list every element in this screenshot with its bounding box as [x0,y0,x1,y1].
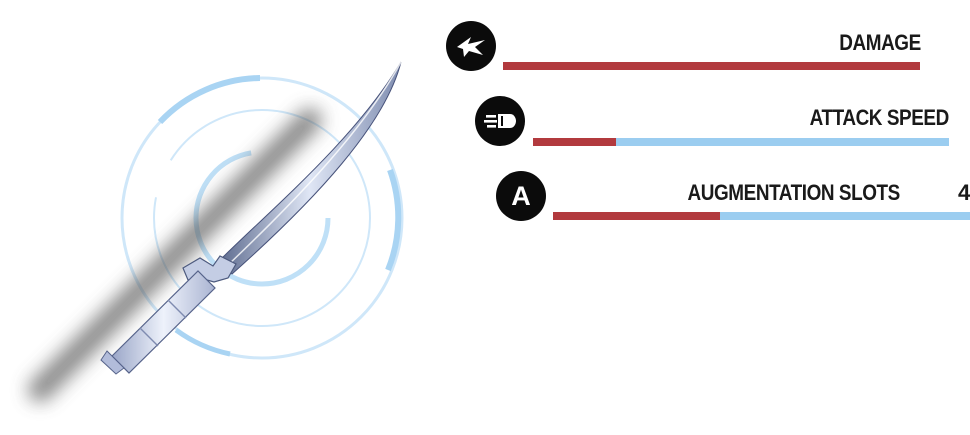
attack-speed-label: ATTACK SPEED [809,105,950,130]
damage-label: DAMAGE [839,30,921,55]
augmentation-slots-bar-fill [553,212,720,220]
augmentation-slots-label: AUGMENTATION SLOTS [687,180,901,205]
katana-icon [100,61,402,375]
augmentation-slots-bar [553,212,970,220]
augmentation-slots-value: 4 [958,180,970,205]
weapon-shadow [28,108,322,402]
target-rings [120,75,404,360]
letter-a-icon: A [496,171,546,221]
projectiles-icon [475,96,525,146]
weapon-display [28,61,404,402]
attack-speed-bar [533,138,949,146]
letter-a-glyph: A [511,180,531,211]
damage-bar-fill [503,62,920,70]
damage-bar [503,62,920,70]
bird-icon [446,21,496,71]
attack-speed-bar-fill [533,138,617,146]
